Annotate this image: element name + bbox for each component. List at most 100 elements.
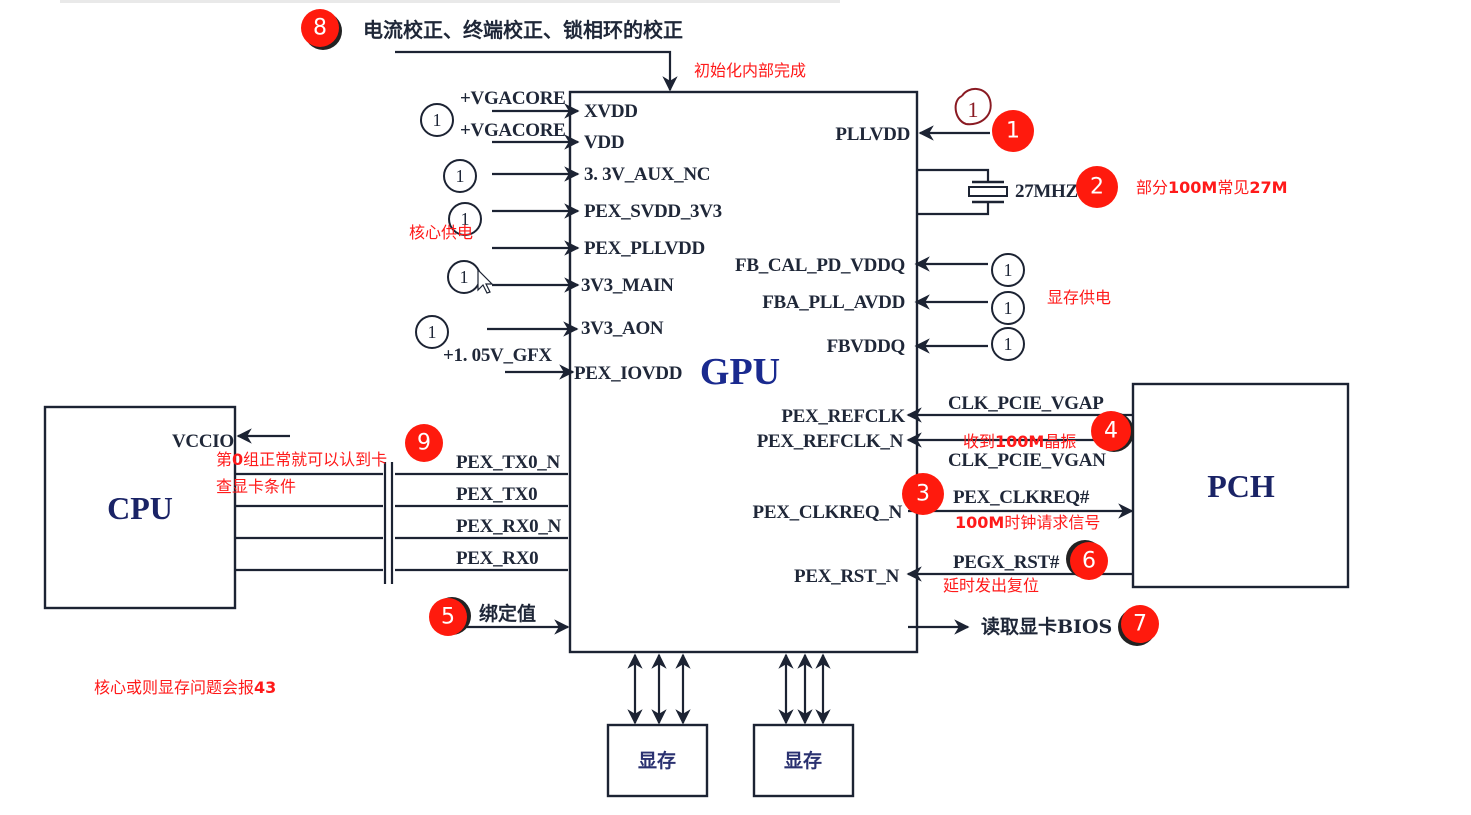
crystal-note: 部分100M常见27M: [1136, 178, 1288, 197]
crystal-wire-bottom: [917, 203, 990, 216]
pch-gpu-signals: CLK_PCIE_VGAP PEX_REFCLK PEX_REFCLK_N 收到…: [753, 393, 1159, 646]
badge-9: 9: [405, 424, 443, 462]
pin-fbvddq: FBVDDQ: [827, 336, 905, 357]
cpu-label: CPU: [107, 490, 173, 526]
badge-2: 2: [1076, 166, 1118, 208]
pin-xvdd: XVDD: [584, 101, 638, 122]
pin-fb-cal-pd-vddq: FB_CAL_PD_VDDQ: [735, 255, 905, 276]
strap-input: 5 绑定值: [429, 597, 570, 636]
pin-3v3-aux-nc: 3. 3V_AUX_NC: [584, 164, 710, 185]
svg-text:1: 1: [461, 209, 470, 229]
pin-pex-pllvdd: PEX_PLLVDD: [584, 238, 705, 259]
svg-text:1: 1: [1004, 260, 1013, 280]
refclk-note: 收到100M晶振: [963, 432, 1076, 451]
left-power-inputs: 1 +VGACORE XVDD +VGACORE VDD 1 3. 3V_AUX…: [409, 88, 722, 384]
calibration-title: 电流校正、终端校正、锁相环的校正: [363, 18, 683, 42]
net-1v05-gfx: +1. 05V_GFX: [443, 345, 552, 366]
handwritten-ring-1: 1: [954, 88, 992, 126]
pin-pex-tx0-n: PEX_TX0_N: [456, 452, 560, 473]
pcie-lanes: PEX_TX0_N PEX_TX0 PEX_RX0_N PEX_RX0 9 第0…: [216, 424, 568, 584]
net-pegx-rst: PEGX_RST#: [953, 552, 1060, 573]
pin-pex-rx0-n: PEX_RX0_N: [456, 516, 562, 537]
reset-note: 延时发出复位: [943, 576, 1039, 595]
badge-7: 7: [1118, 605, 1159, 646]
pin-fba-pll-avdd: FBA_PLL_AVDD: [762, 292, 905, 313]
badge-1: 1: [992, 110, 1034, 152]
svg-text:2: 2: [1090, 175, 1104, 200]
ring-fbvddq: 1: [991, 327, 1025, 361]
crystal-wire-top: [917, 168, 990, 181]
badge-3: 3: [902, 473, 944, 515]
svg-text:6: 6: [1082, 549, 1096, 574]
net-clk-pcie-vgap: CLK_PCIE_VGAP: [948, 393, 1104, 414]
svg-text:4: 4: [1104, 419, 1118, 444]
title-badge-8: 8: [301, 9, 342, 50]
badge-5: 5: [429, 597, 471, 636]
svg-text:1: 1: [460, 267, 469, 287]
strap-label: 绑定值: [479, 602, 536, 625]
ring-3v3-aon: 1: [415, 315, 449, 349]
right-clock-power: PLLVDD 1 1 27MHZ 2 部分100M常见27M: [835, 88, 1288, 216]
memory-chip-1: [606, 723, 709, 798]
svg-text:1: 1: [433, 110, 442, 130]
svg-text:1: 1: [968, 97, 979, 122]
clkreq-note: 100M时钟请求信号: [955, 513, 1100, 532]
pin-vccio: VCCIO: [172, 431, 234, 452]
ring-3v3-aux: 1: [443, 159, 477, 193]
svg-text:1: 1: [1004, 334, 1013, 354]
pin-pex-rx0: PEX_RX0: [456, 548, 538, 569]
ring-fb-cal: 1: [991, 253, 1025, 287]
pch-label: PCH: [1207, 468, 1275, 504]
init-note: 初始化内部完成: [694, 61, 806, 80]
svg-text:1: 1: [1004, 298, 1013, 318]
pin-pex-refclk: PEX_REFCLK: [781, 406, 905, 427]
pin-pex-tx0: PEX_TX0: [456, 484, 537, 505]
memory-chip-2-label: 显存: [784, 749, 822, 772]
net-clk-pcie-vgan: CLK_PCIE_VGAN: [948, 450, 1106, 471]
pin-vdd: VDD: [584, 132, 624, 153]
cpu-block: [43, 405, 237, 610]
lane-note: 第0组正常就可以认到卡: [216, 450, 387, 469]
svg-text:8: 8: [313, 16, 327, 41]
ring-3v3-main: 1: [447, 260, 481, 294]
ring-fba-pll: 1: [991, 291, 1025, 325]
crystal-icon: [968, 180, 1008, 204]
svg-text:5: 5: [441, 605, 455, 630]
svg-text:7: 7: [1133, 612, 1147, 637]
calibration-arrow: [395, 50, 678, 92]
memory-chip-2: [752, 723, 855, 798]
badge-6: 6: [1066, 540, 1108, 580]
top-edge: [60, 0, 840, 3]
memory-bus-right: [778, 653, 831, 725]
svg-text:1: 1: [428, 322, 437, 342]
bios-label: 读取显卡BIOS: [981, 615, 1112, 638]
pin-pex-clkreq-n: PEX_CLKREQ_N: [753, 502, 903, 523]
core-power-note: 核心供电: [409, 223, 473, 242]
error-43-note: 核心或则显存问题会报43: [94, 678, 276, 697]
ac-coupling-capacitors: [383, 462, 395, 584]
pin-pex-svdd-3v3: PEX_SVDD_3V3: [584, 201, 722, 222]
pin-pex-refclk-n: PEX_REFCLK_N: [757, 431, 904, 452]
pch-block: [1131, 382, 1350, 589]
memory-bus-left: [627, 653, 691, 725]
pin-3v3-aon: 3V3_AON: [581, 318, 664, 339]
gpu-label: GPU: [700, 351, 780, 393]
memory-chip-1-label: 显存: [638, 749, 676, 772]
pin-pex-iovdd: PEX_IOVDD: [574, 363, 682, 384]
svg-text:1: 1: [456, 166, 465, 186]
mouse-cursor-icon: [477, 268, 494, 294]
card-check-note: 查显卡条件: [216, 477, 296, 496]
memory-power-note: 显存供电: [1047, 288, 1111, 307]
pin-pex-rst-n: PEX_RST_N: [794, 566, 900, 587]
pin-3v3-main: 3V3_MAIN: [581, 275, 674, 296]
right-memory-power: FB_CAL_PD_VDDQ 1 FBA_PLL_AVDD 1 显存供电 FBV…: [735, 253, 1111, 361]
svg-text:3: 3: [916, 482, 930, 507]
svg-text:9: 9: [417, 431, 431, 456]
net-pex-clkreq: PEX_CLKREQ#: [953, 487, 1090, 508]
ring-vgacore: 1: [420, 103, 454, 137]
crystal-frequency: 27MHZ: [1015, 181, 1078, 202]
pin-pllvdd: PLLVDD: [835, 124, 910, 145]
ring-pex-svdd: 1: [448, 202, 482, 236]
badge-4: 4: [1091, 411, 1134, 452]
